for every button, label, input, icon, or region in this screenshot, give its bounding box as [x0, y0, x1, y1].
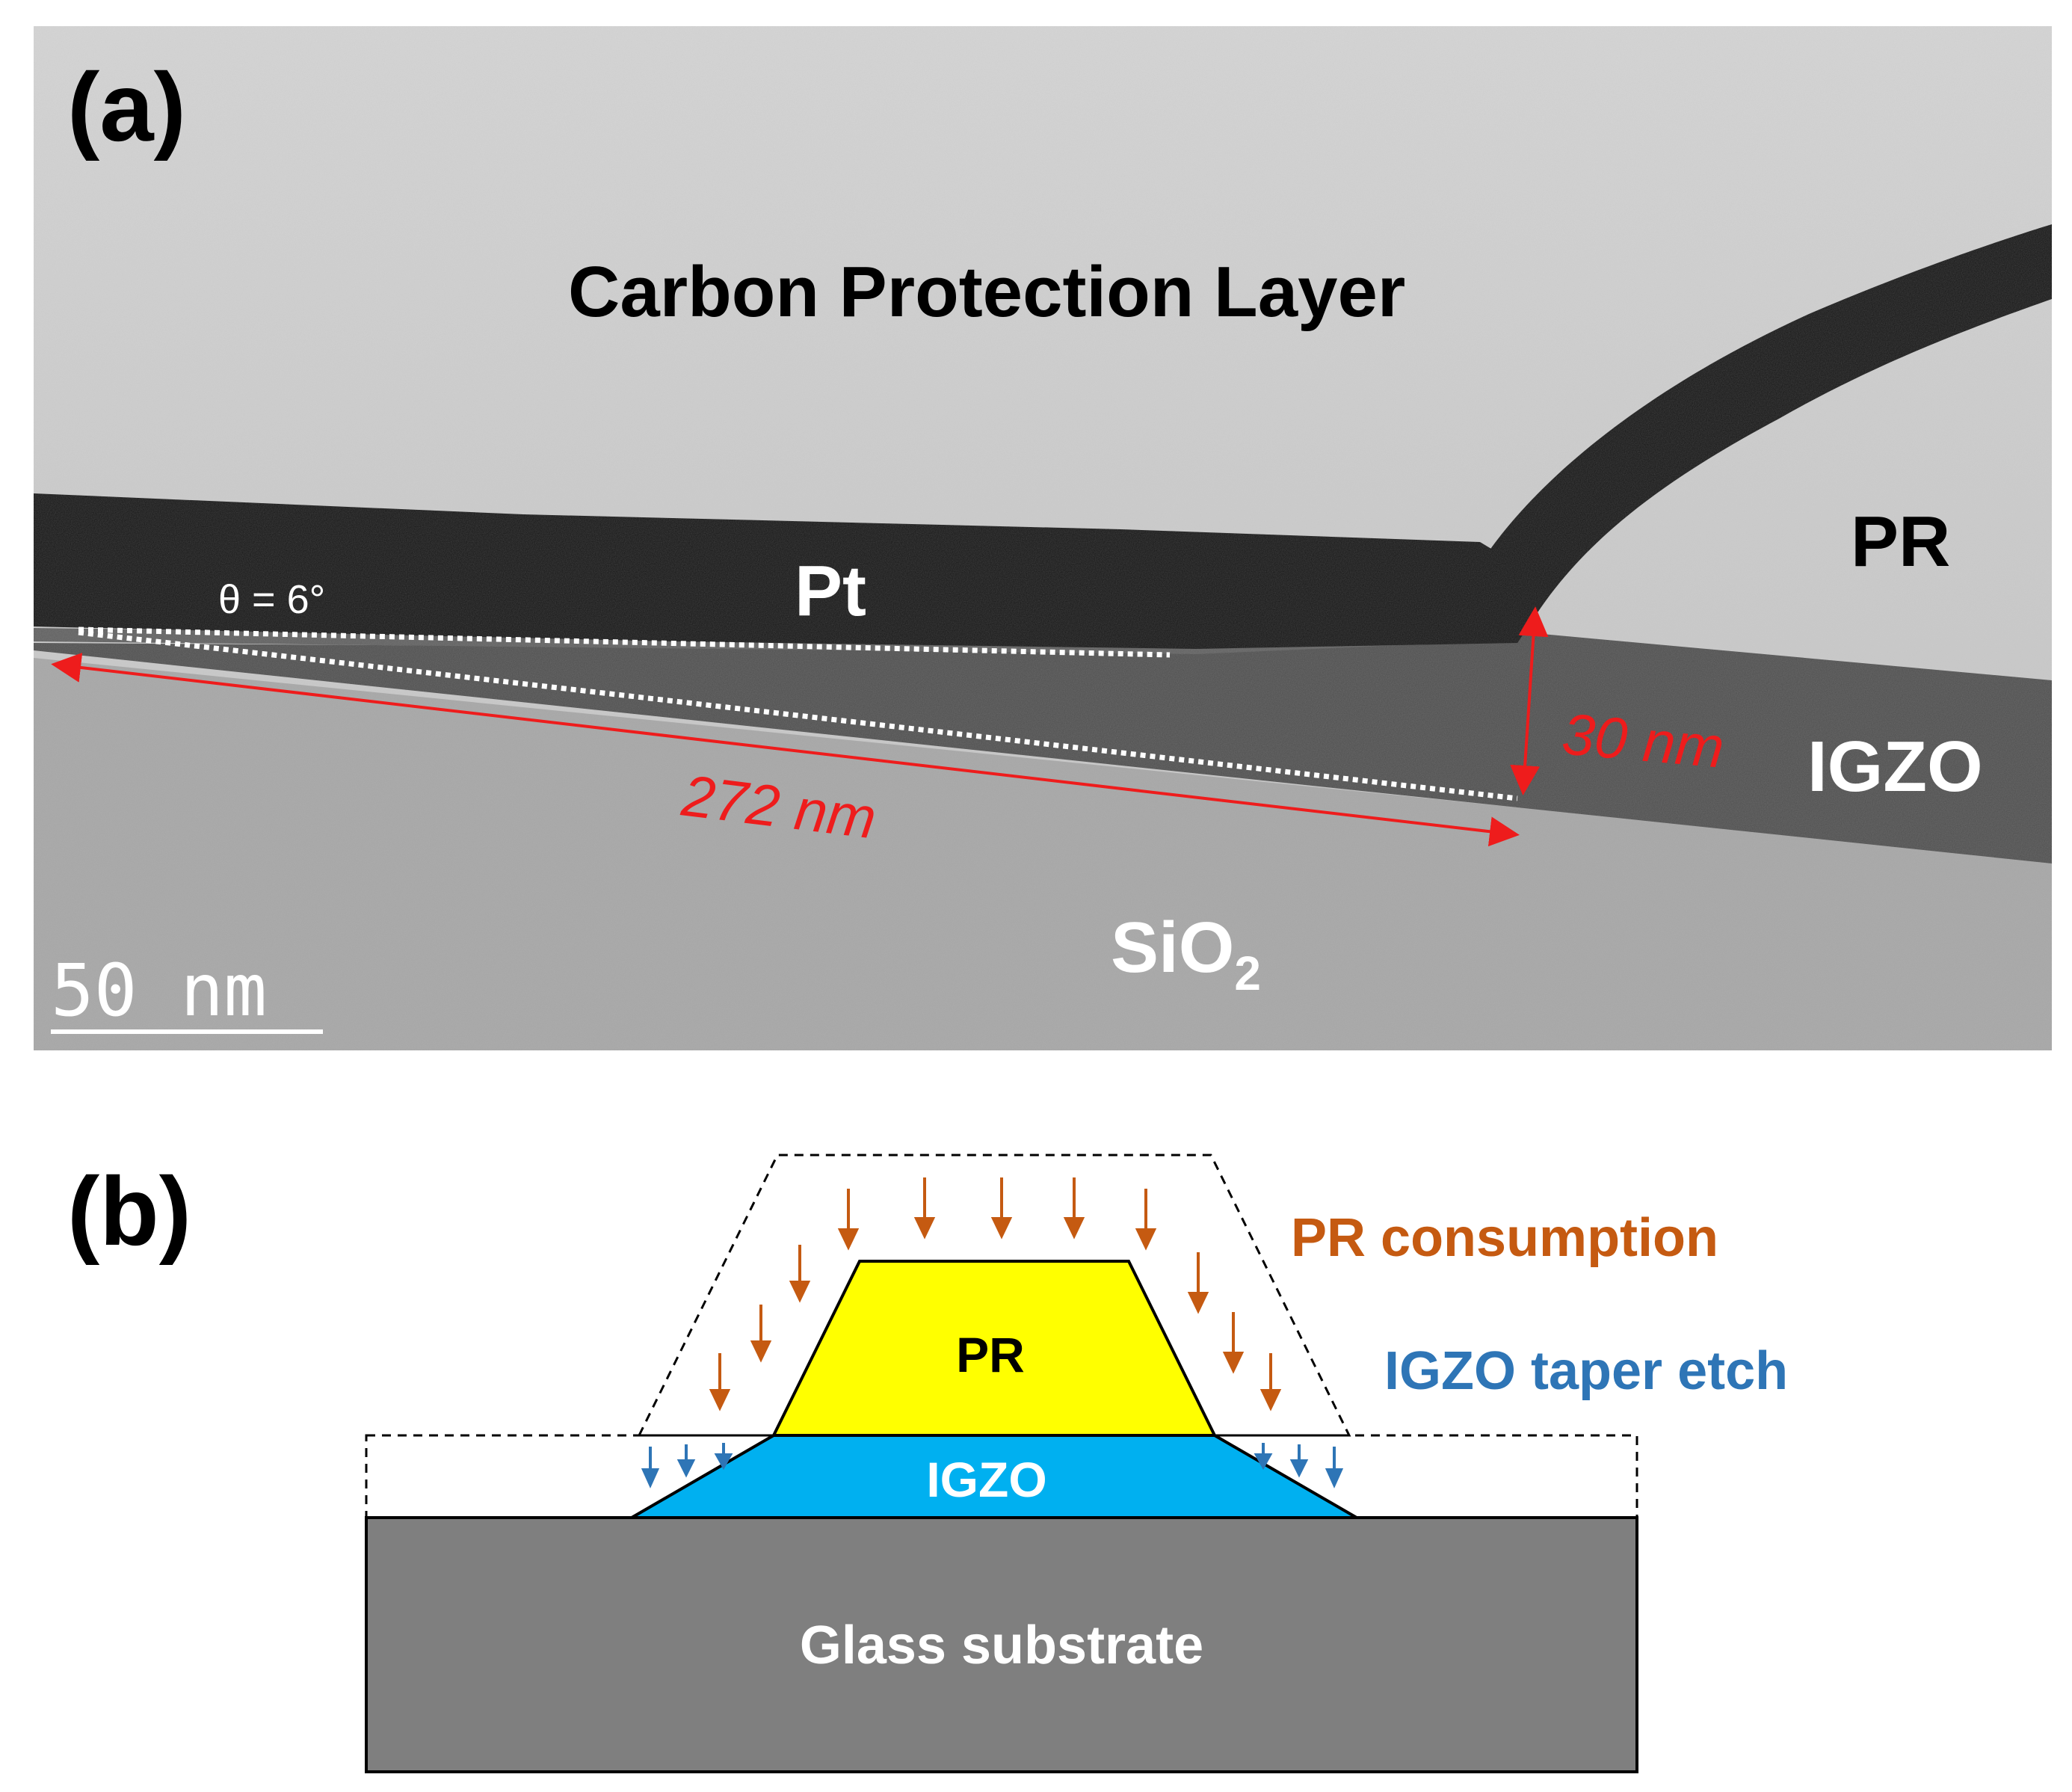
tem-image-panel: (a) Carbon Protection Layer Pt PR IGZO S…: [34, 26, 2052, 1050]
angle-reference-line: [78, 626, 1171, 658]
angle-label: θ = 6°: [218, 577, 325, 622]
panel-b-label: (b): [67, 1157, 191, 1266]
arrow-down-icon: [750, 1305, 772, 1363]
arrow-down-icon: [990, 1177, 1013, 1240]
scale-bar-label: 50 nm: [51, 949, 267, 1032]
panel-a-label: (a): [67, 52, 186, 161]
pr-shape: [771, 1260, 1218, 1437]
arrow-down-icon: [913, 1177, 936, 1240]
thickness-label: 30 nm: [1560, 701, 1727, 780]
glass-substrate: [365, 1516, 1638, 1773]
legend-igzo-taper-etch: IGZO taper etch: [1384, 1341, 1788, 1401]
arrow-down-icon: [714, 1443, 733, 1471]
arrow-down-icon: [641, 1447, 660, 1488]
legend-pr-consumption: PR consumption: [1291, 1208, 1718, 1268]
arrow-down-icon: [789, 1245, 811, 1303]
pr-consumption-arrows: [709, 1177, 1282, 1411]
schematic-panel: (b) Glass substrate IGZO PR: [67, 1154, 1788, 1773]
arrow-down-icon: [676, 1444, 696, 1478]
sio2-label-main: SiO: [1111, 908, 1234, 988]
sio2-label: SiO2: [1111, 908, 1261, 1000]
arrow-down-icon: [1259, 1353, 1282, 1411]
pr-label-tem: PR: [1851, 502, 1950, 582]
arrow-down-icon: [837, 1189, 860, 1251]
carbon-layer-label: Carbon Protection Layer: [568, 252, 1405, 332]
arrow-down-icon: [1063, 1177, 1085, 1240]
sio2-label-sub: 2: [1234, 946, 1261, 1000]
arrow-down-icon: [1289, 1444, 1309, 1478]
igzo-etch-arrows: [641, 1443, 1344, 1488]
igzo-label-tem: IGZO: [1807, 727, 1983, 807]
tem-noise-texture: [34, 26, 2052, 1050]
arrow-down-icon: [1135, 1189, 1157, 1251]
arrow-down-icon: [1325, 1447, 1344, 1488]
arrow-down-icon: [1254, 1443, 1273, 1471]
igzo-label-schematic: IGZO: [926, 1452, 1046, 1507]
pt-label: Pt: [795, 551, 866, 631]
arrow-down-icon: [1222, 1312, 1245, 1374]
arrow-down-icon: [709, 1353, 731, 1411]
length-dimension-arrow: [51, 653, 1520, 847]
pr-label-schematic: PR: [956, 1327, 1025, 1382]
arrow-down-icon: [1187, 1252, 1209, 1314]
substrate-label: Glass substrate: [800, 1616, 1203, 1675]
thickness-dimension-arrow: [1510, 606, 1549, 795]
